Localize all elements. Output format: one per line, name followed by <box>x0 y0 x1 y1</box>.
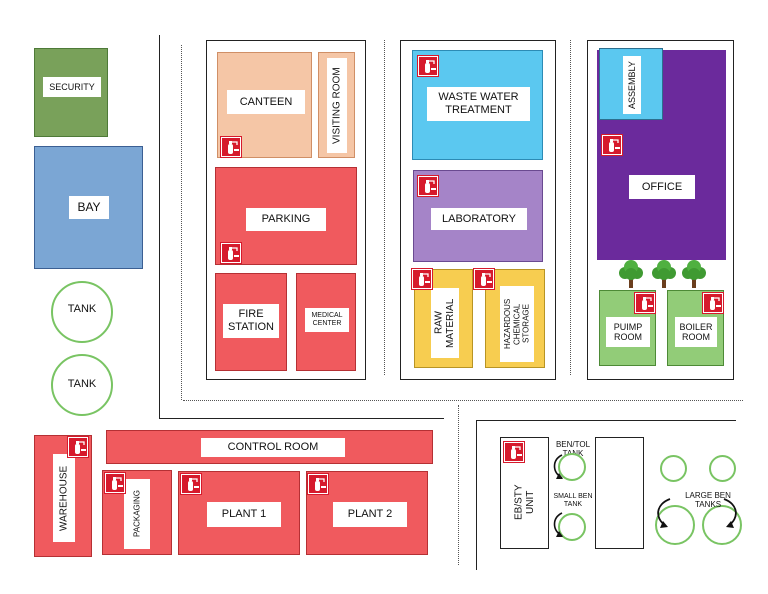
fire-station-block[interactable]: FIRE STATION <box>215 273 287 371</box>
plant-1-block[interactable]: PLANT 1 <box>178 471 300 555</box>
control-room-block[interactable]: CONTROL ROOM <box>106 430 433 464</box>
fire-extinguisher-icon <box>220 242 242 264</box>
security-label: SECURITY <box>43 77 101 97</box>
hazardous-storage-label: HAZARDOUS CHEMICAL STORAGE <box>500 286 534 362</box>
tree-icon <box>619 260 643 288</box>
large-ben-tank-1[interactable] <box>660 455 687 482</box>
fire-station-label: FIRE STATION <box>223 304 279 338</box>
laboratory-label: LABORATORY <box>431 208 527 230</box>
large-ben-tank-2[interactable] <box>709 455 736 482</box>
medical-center-block[interactable]: MEDICAL CENTER <box>296 273 356 371</box>
plant-1-label: PLANT 1 <box>207 502 281 527</box>
fire-extinguisher-icon <box>307 473 329 495</box>
fire-extinguisher-icon <box>601 134 623 156</box>
ben-tol-tank[interactable] <box>558 453 586 481</box>
road-line-2 <box>183 400 743 401</box>
raw-material-label: RAW MATERIAL <box>431 288 459 358</box>
curved-arrow-icon <box>553 512 563 537</box>
bay-label: BAY <box>69 196 109 219</box>
curved-arrow-icon <box>553 454 563 479</box>
waste-water-label: WASTE WATER TREATMENT <box>427 87 530 121</box>
tank-frame-block <box>595 437 644 549</box>
tank-2[interactable] <box>51 354 113 416</box>
assembly-label: ASSEMBLY <box>623 56 641 114</box>
assembly-block[interactable]: ASSEMBLY <box>599 48 663 120</box>
waste-water-block[interactable]: WASTE WATER TREATMENT <box>412 50 543 160</box>
boiler-room-label: BOILER ROOM <box>675 317 717 347</box>
small-ben-tank-label: SMALL BEN TANK <box>553 492 593 508</box>
fire-extinguisher-icon <box>104 472 126 494</box>
bay-block[interactable]: BAY <box>34 146 143 269</box>
control-room-label: CONTROL ROOM <box>201 438 345 457</box>
medical-center-label: MEDICAL CENTER <box>305 308 349 332</box>
large-ben-tanks-label: LARGE BEN TANKS <box>685 490 731 509</box>
site-boundary-bottom <box>159 418 444 419</box>
fire-extinguisher-icon <box>417 55 439 77</box>
boiler-room-block[interactable]: BOILER ROOM <box>667 290 724 366</box>
fire-extinguisher-icon <box>634 292 656 314</box>
fire-extinguisher-icon <box>503 441 525 463</box>
boundary-right-bottom-left <box>476 420 477 570</box>
fire-extinguisher-icon <box>220 136 242 158</box>
tree-icon <box>652 260 676 288</box>
fire-extinguisher-icon <box>417 175 439 197</box>
fire-extinguisher-icon <box>67 436 89 458</box>
road-line-4 <box>570 40 571 375</box>
visiting-room-block[interactable]: VISITING ROOM <box>318 52 355 158</box>
security-block[interactable]: SECURITY <box>34 48 108 137</box>
tree-icon <box>682 260 706 288</box>
boundary-right-bottom-top <box>476 420 736 421</box>
eb-sty-unit-label: EB/STY UNIT <box>513 484 537 520</box>
packaging-label: PACKAGING <box>124 479 150 549</box>
road-line-1 <box>181 45 182 400</box>
plant-2-label: PLANT 2 <box>333 502 407 527</box>
tank-1[interactable] <box>51 281 113 343</box>
tank-2-label: TANK <box>67 377 97 390</box>
large-ben-tank-4[interactable] <box>702 505 742 545</box>
small-ben-tank[interactable] <box>558 513 586 541</box>
visiting-room-label: VISITING ROOM <box>327 58 347 153</box>
office-label: OFFICE <box>629 175 695 199</box>
fire-extinguisher-icon <box>180 473 202 495</box>
hazardous-storage-block[interactable]: HAZARDOUS CHEMICAL STORAGE <box>485 269 545 368</box>
warehouse-label: WAREHOUSE <box>53 454 75 542</box>
canteen-label: CANTEEN <box>227 90 305 114</box>
fire-extinguisher-icon <box>473 268 495 290</box>
road-line-5 <box>458 405 459 565</box>
fire-extinguisher-icon <box>411 268 433 290</box>
curved-arrow-icon <box>723 498 737 528</box>
site-boundary-left <box>159 35 160 418</box>
parking-label: PARKING <box>246 208 326 231</box>
fire-extinguisher-icon <box>702 292 724 314</box>
tank-1-label: TANK <box>67 302 97 315</box>
road-line-3 <box>384 40 385 375</box>
pump-room-label: PUIMP ROOM <box>606 317 650 347</box>
curved-arrow-icon <box>657 498 671 528</box>
